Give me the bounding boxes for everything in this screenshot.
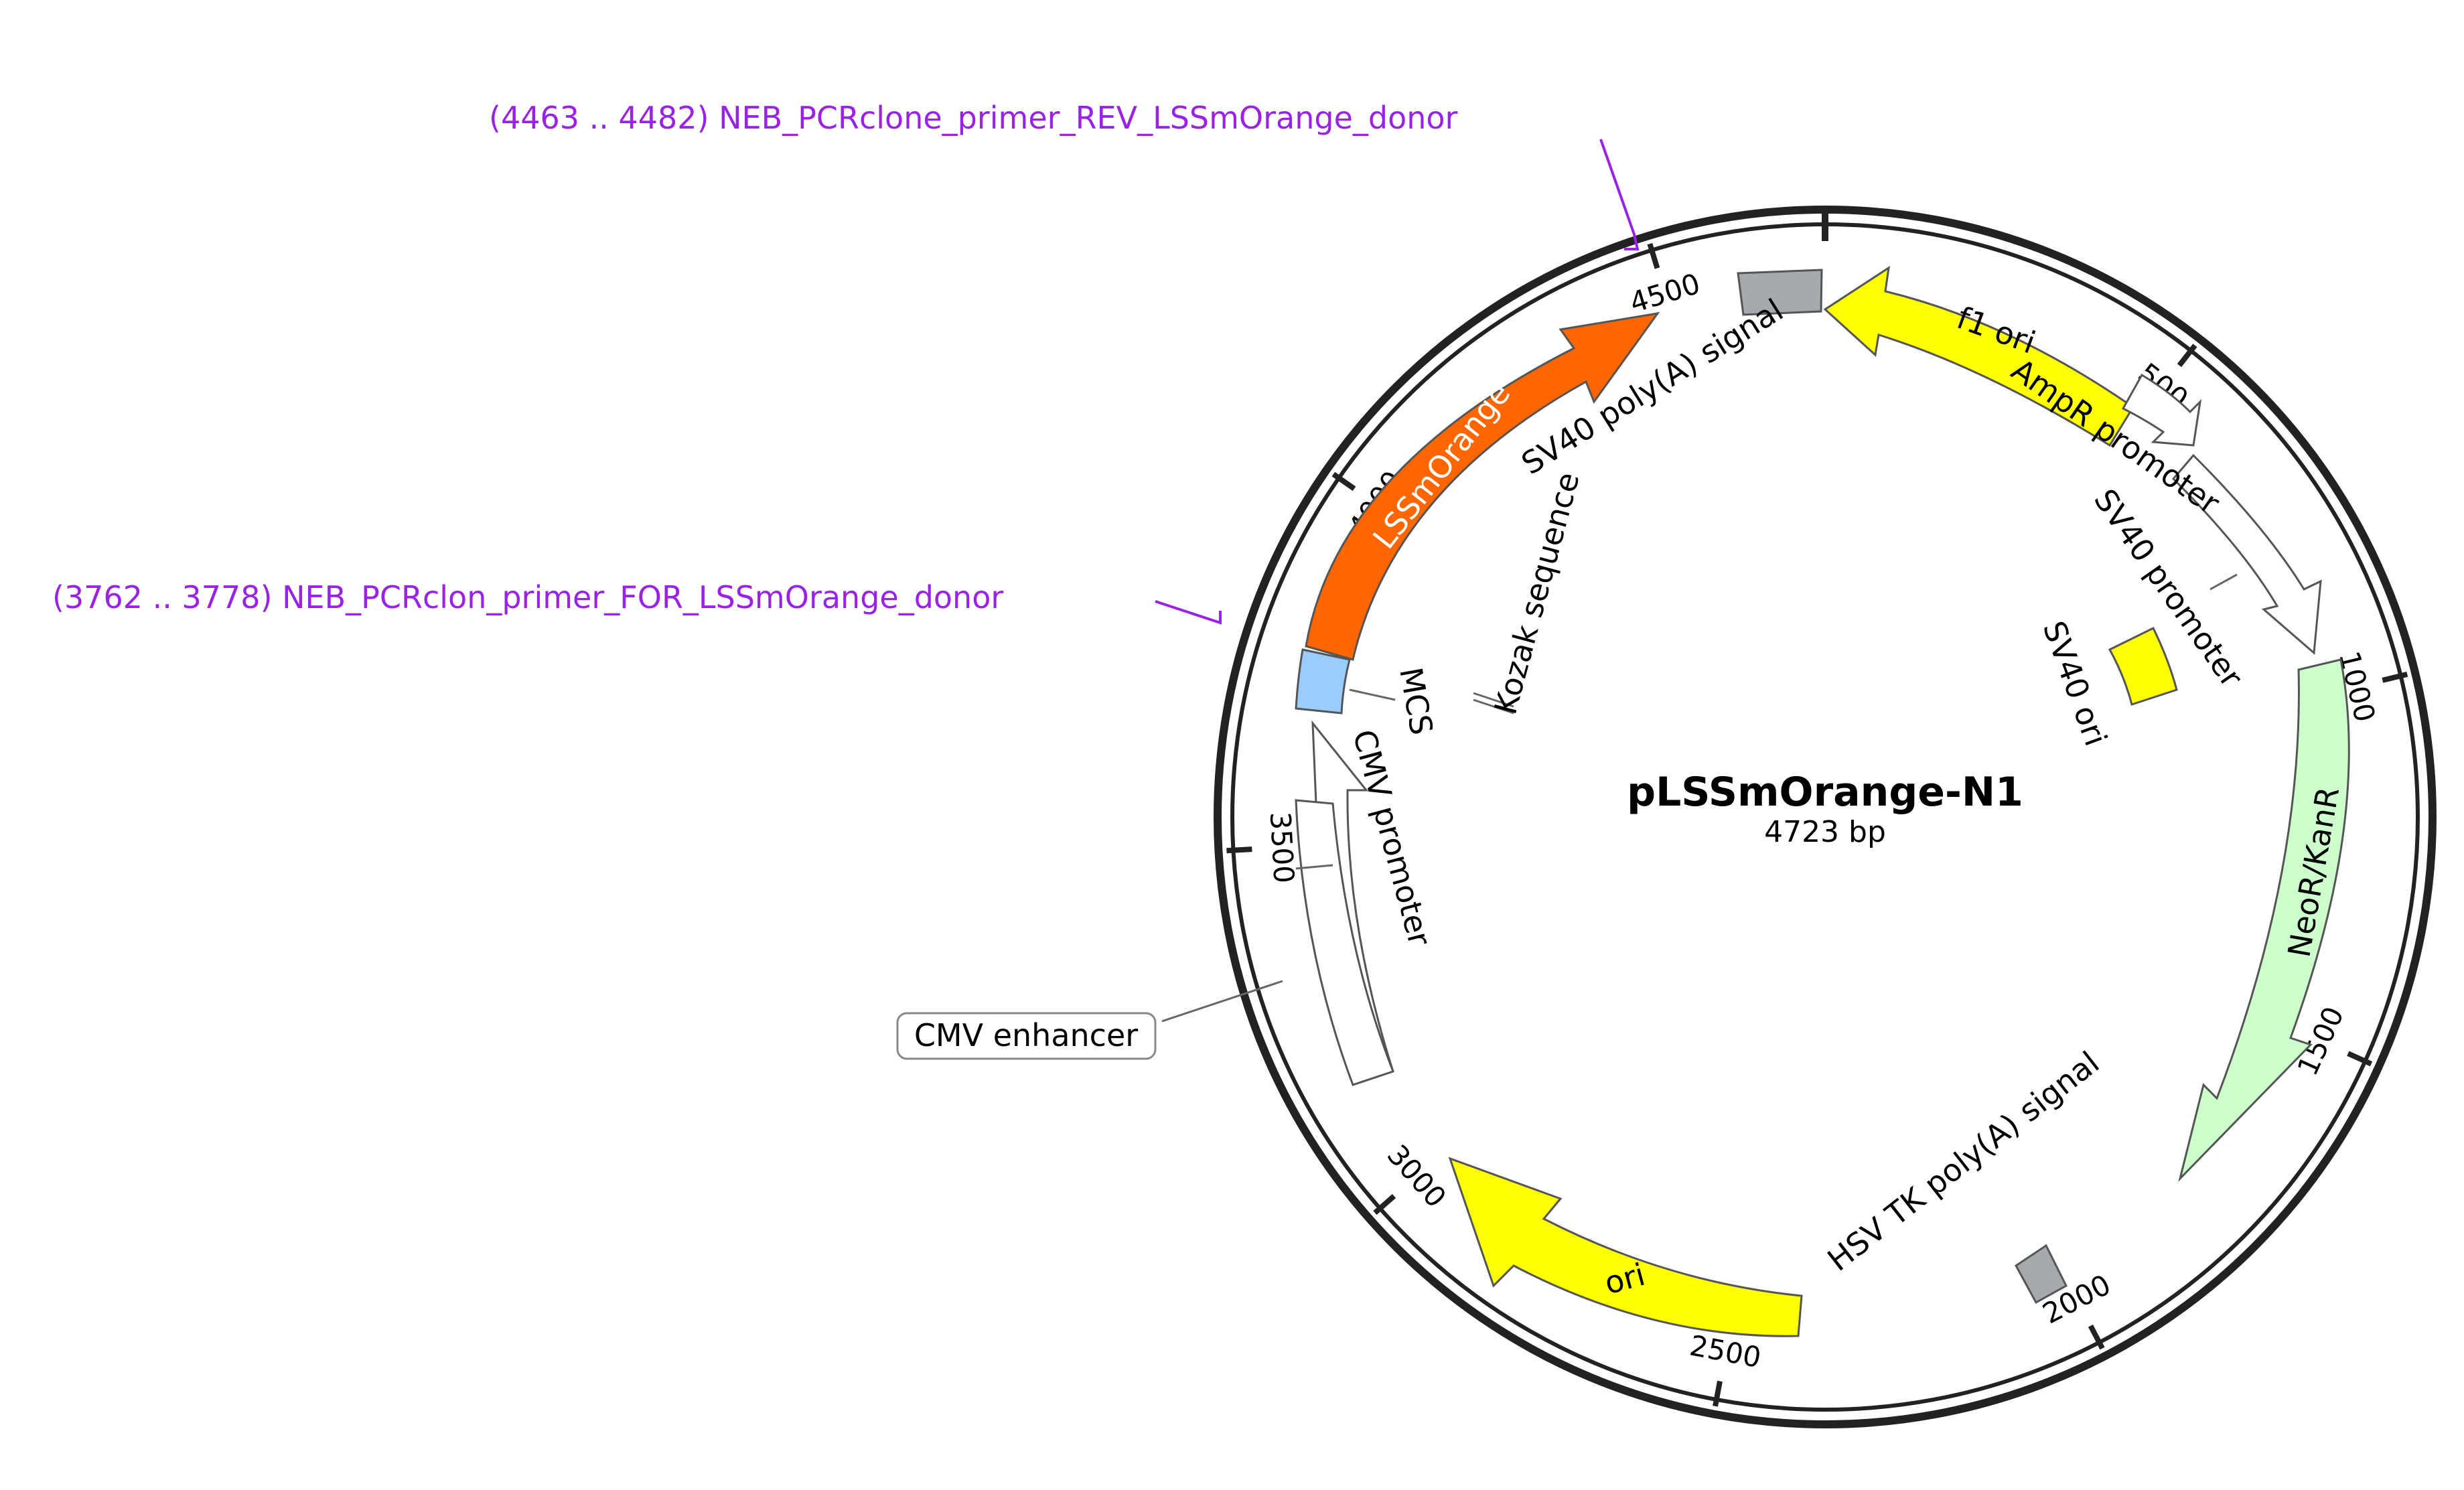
tick-mark: [1647, 242, 1660, 269]
label-mcs: MCS: [1392, 665, 1440, 738]
feature-hsv-tk-polya-signal[interactable]: [2015, 1244, 2068, 1305]
tick-label: 3000: [1381, 1138, 1453, 1214]
feature-mcs[interactable]: [1295, 648, 1351, 715]
connector-lines: [1161, 573, 2238, 1023]
backbone: [1214, 206, 2437, 1428]
plasmid-size: 4723 bp: [1764, 815, 1886, 849]
feature-ampr-promoter[interactable]: [2121, 373, 2202, 447]
tick-mark: [1713, 1380, 1723, 1407]
feature-sv40-promoter[interactable]: [2171, 453, 2322, 656]
feature-ori[interactable]: [1448, 1157, 1803, 1337]
feature-neor-kanr[interactable]: [2178, 658, 2350, 1183]
label-cmv-promoter: CMV promoter: [1346, 726, 1438, 950]
feature-f1-ori[interactable]: [1823, 265, 2135, 447]
primer-rev-label: (4463 .. 4482) NEB_PCRclone_primer_REV_L…: [489, 100, 1458, 136]
tick-mark: [2382, 671, 2408, 683]
tick-mark: [2088, 1324, 2105, 1350]
tick-mark: [2347, 1051, 2373, 1067]
tick-mark: [2177, 344, 2197, 368]
tick-label: 3500: [1264, 811, 1301, 884]
tick-mark: [1373, 1193, 1396, 1215]
feature-lssmorange[interactable]: [1305, 311, 1660, 661]
plasmid-title: pLSSmOrange-N1: [1627, 769, 2023, 816]
label-sv40-ori: SV40 ori: [2036, 616, 2114, 750]
tick-mark: [1226, 846, 1252, 854]
primer-for-marker: [1155, 600, 1222, 625]
tick-mark: [1331, 471, 1356, 492]
label-hsv-tk-polya: HSV TK poly(A) signal: [1821, 1044, 2106, 1278]
feature-sv40-ori[interactable]: [2108, 626, 2178, 706]
feature-sv40-polya-signal[interactable]: [1737, 269, 1823, 316]
feature-cmv-enhancer[interactable]: [1295, 799, 1394, 1086]
label-lssmorange: LSSmOrange: [1366, 376, 1518, 556]
label-kozak-sequence: Kozak sequence: [1487, 469, 1586, 719]
label-cmv-enhancer: CMV enhancer: [914, 1017, 1138, 1053]
primer-for-label: (3762 .. 3778) NEB_PCRclon_primer_FOR_LS…: [52, 579, 1003, 615]
primer-rev-marker: [1599, 139, 1640, 250]
cmv-enhancer-box[interactable]: CMV enhancer: [896, 1012, 1157, 1060]
tick-label: 4500: [1626, 267, 1705, 319]
